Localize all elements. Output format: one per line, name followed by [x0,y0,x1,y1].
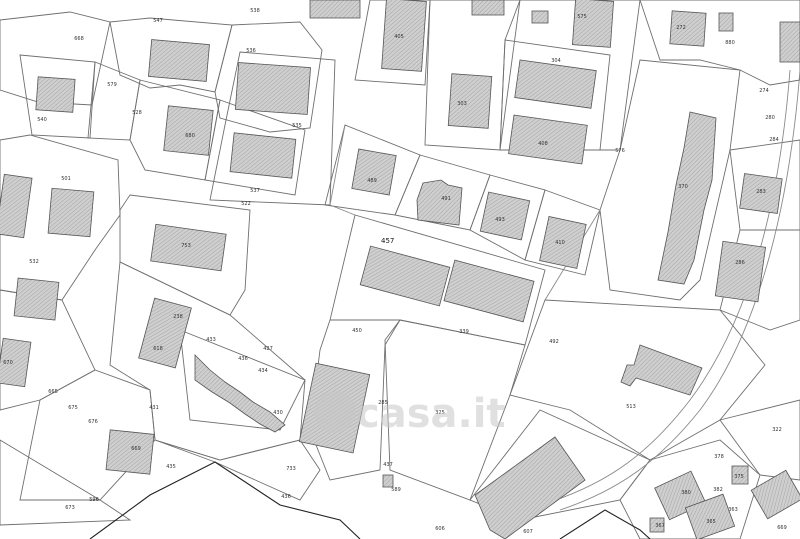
parcel-label: 522 [241,201,251,207]
parcel-label: 669 [777,525,787,531]
parcel-label: 363 [728,507,738,513]
focus-parcel-label: 457 [381,237,394,245]
parcel-label: 670 [3,360,13,366]
parcel-label: 285 [378,400,388,406]
parcel-label: 668 [74,36,84,42]
parcel-label: 375 [734,474,744,480]
parcel-label: 606 [435,526,445,532]
parcel-label: 382 [713,487,723,493]
parcel-label: 753 [181,243,191,249]
watermark-text: casa.it [356,391,506,437]
parcel-label: 489 [367,178,377,184]
parcel-label: 733 [286,466,296,472]
parcel-label: 537 [250,188,260,194]
parcel-label: 436 [238,356,248,362]
parcel-label: 272 [676,25,686,31]
parcel-label: 596 [89,497,99,503]
road-lines [329,69,800,511]
parcel-label: 501 [61,176,71,182]
parcel-label: 676 [88,419,98,425]
parcel-label: 532 [29,259,39,265]
parcel-label: 238 [173,314,183,320]
parcel-labels: 668 538 547 536 535 579 528 540 680 537 522 501 532 7… [3,8,787,535]
parcel-label: 680 [185,133,195,139]
parcel-label: 665 [48,389,58,395]
parcel-label: 589 [391,487,401,493]
parcel-label: 880 [725,40,735,46]
casa-logo-icon [314,391,356,433]
parcel-label: 437 [383,462,393,468]
parcel-label: 669 [131,446,141,452]
parcel-label: 434 [258,368,268,374]
parcel-label: 365 [706,519,716,525]
parcel-label: 325 [435,410,445,416]
parcel-label: 370 [678,184,688,190]
parcel-label: 536 [246,48,256,54]
parcel-label: 547 [153,18,163,24]
parcel-label: 576 [615,148,625,154]
parcel-label: 280 [765,115,775,121]
parcel-label: 513 [626,404,636,410]
parcel-label: 431 [149,405,159,411]
parcel-label: 436 [281,494,291,500]
parcel-label: 367 [655,523,665,529]
parcel-label: 493 [495,217,505,223]
parcel-label: 408 [538,141,548,147]
parcel-label: 284 [769,137,779,143]
parcel-label: 274 [759,88,769,94]
parcel-label: 618 [153,346,163,352]
parcel-label: 303 [457,101,467,107]
casa-watermark: casa.it [314,391,506,437]
parcel-label: 538 [250,8,260,14]
parcel-label: 430 [273,410,283,416]
parcel-label: 378 [714,454,724,460]
parcel-label: 607 [523,529,533,535]
parcel-label: 339 [459,329,469,335]
parcel-label: 380 [681,490,691,496]
parcel-label: 575 [577,14,587,20]
parcel-label: 450 [352,328,362,334]
parcel-label: 322 [772,427,782,433]
parcel-label: 427 [263,346,273,352]
parcel-label: 528 [132,110,142,116]
parcel-label: 491 [441,196,451,202]
parcel-label: 410 [555,240,565,246]
parcel-label: 675 [68,405,78,411]
boundary-lines [89,461,651,539]
parcel-label: 492 [549,339,559,345]
parcel-label: 540 [37,117,47,123]
parcel-label: 304 [551,58,561,64]
parcel-label: 405 [394,34,404,40]
parcel-label: 535 [292,123,302,129]
parcel-label: 579 [107,82,117,88]
parcel-label: 286 [735,260,745,266]
parcel-label: 283 [756,189,766,195]
parcel-label: 433 [206,337,216,343]
parcel-label: 673 [65,505,75,511]
parcel-label: 435 [166,464,176,470]
